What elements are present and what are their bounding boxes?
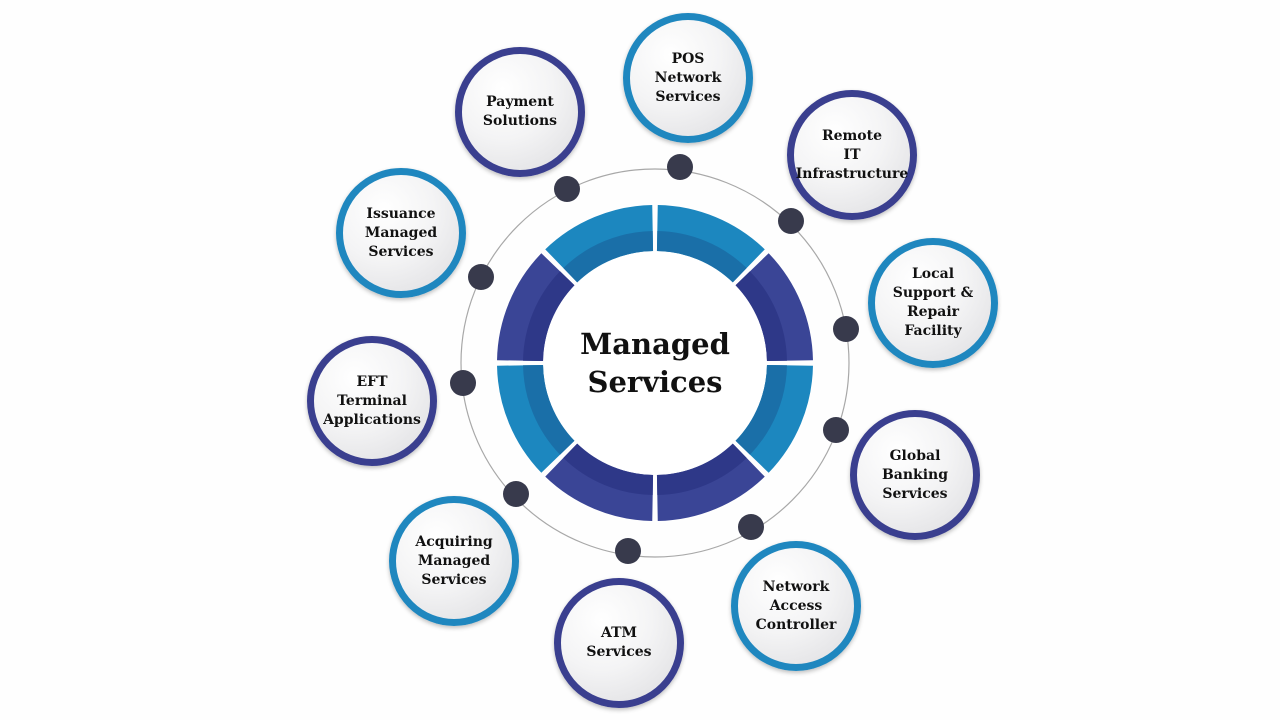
service-label: POS Network Services xyxy=(654,50,722,105)
connector-dot xyxy=(450,370,476,396)
service-label: Local Support & Repair Facility xyxy=(892,266,974,339)
ring-segment-inner xyxy=(563,443,654,495)
service-bubble: Issuance Managed Services xyxy=(336,168,466,298)
service-label: Acquiring Managed Services xyxy=(415,533,493,588)
connector-dot xyxy=(468,264,494,290)
connector-dot xyxy=(833,316,859,342)
connector-dot xyxy=(778,208,804,234)
service-label: Network Access Controller xyxy=(755,578,837,633)
service-bubble: EFT Terminal Applications xyxy=(307,336,437,466)
service-label: Global Banking Services xyxy=(881,447,949,502)
service-bubble: Network Access Controller xyxy=(731,541,861,671)
ring-segment-inner xyxy=(656,231,747,283)
service-bubble: Global Banking Services xyxy=(850,410,980,540)
service-label: EFT Terminal Applications xyxy=(323,373,421,428)
service-label: ATM Services xyxy=(586,625,652,660)
ring-segment-inner xyxy=(523,364,575,455)
service-bubble: Remote IT Infrastructure xyxy=(787,90,917,220)
outer-ring xyxy=(460,168,850,558)
connector-dot xyxy=(615,538,641,564)
connector-dot xyxy=(503,481,529,507)
ring-segment-inner xyxy=(523,271,575,362)
service-bubble: ATM Services xyxy=(554,578,684,708)
ring-segment-inner xyxy=(563,231,654,283)
service-label: Remote IT Infrastructure xyxy=(795,127,909,182)
service-bubble: Local Support & Repair Facility xyxy=(868,238,998,368)
service-bubble: Acquiring Managed Services xyxy=(389,496,519,626)
service-bubble: Payment Solutions xyxy=(455,47,585,177)
service-bubble: POS Network Services xyxy=(623,13,753,143)
service-label: Payment Solutions xyxy=(482,94,558,129)
service-label: Issuance Managed Services xyxy=(364,205,438,260)
ring-segment-inner xyxy=(656,443,747,495)
connector-dot xyxy=(554,176,580,202)
center-circle xyxy=(544,252,766,474)
connector-dot xyxy=(667,154,693,180)
center-title: Managed Services xyxy=(580,327,730,399)
ring-segment-inner xyxy=(735,271,787,362)
connector-dot xyxy=(823,417,849,443)
connector-dot xyxy=(738,514,764,540)
ring-segment-inner xyxy=(735,364,787,455)
